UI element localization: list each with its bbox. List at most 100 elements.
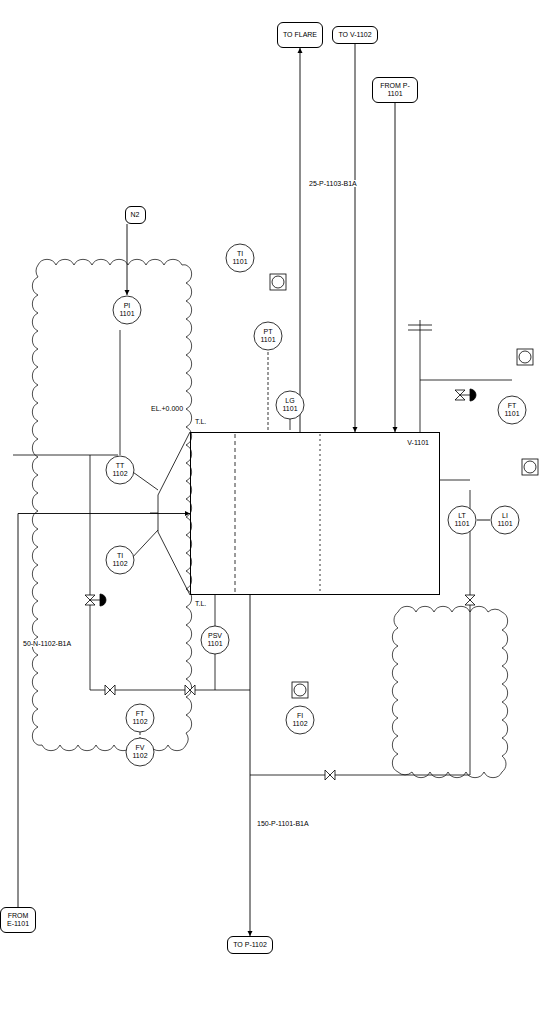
bubble-circle [491, 506, 519, 534]
node-text: 1101 [454, 520, 469, 528]
dcs-indicator [519, 351, 531, 363]
instrument-bubble: LI1101 [490, 505, 520, 535]
instrument-bubble: TI1101 [225, 243, 255, 273]
gate-valve [465, 595, 475, 605]
gate-valve [105, 685, 115, 695]
off-page-connector: N2 [125, 206, 146, 224]
bubble-circle [126, 704, 154, 732]
node-text: FROM P-1101 [376, 82, 414, 97]
instrument-bubble: TI1102 [105, 545, 135, 575]
node-text: 1101 [119, 310, 134, 318]
flange [408, 330, 432, 331]
instrument-bubble: PT1101 [253, 321, 283, 351]
instrument-connection [130, 530, 158, 560]
bubble-circle [201, 626, 229, 654]
node-text: LG [285, 397, 294, 405]
gate-valve [185, 685, 195, 695]
line-label: T.L. [194, 418, 207, 425]
node-text: PT [264, 328, 273, 336]
instrument-bubble: TT1102 [105, 455, 135, 485]
internal-baffle [235, 434, 236, 593]
revision-cloud [32, 259, 191, 750]
process-line [250, 595, 251, 936]
valve-stem [460, 395, 470, 396]
signal-line [268, 347, 269, 430]
instrument-bubble: PI1101 [112, 295, 142, 325]
pipe-line [420, 320, 421, 432]
revision-cloud [392, 606, 507, 777]
node-text: TO V-1102 [338, 31, 371, 39]
node-text: 1101 [282, 405, 297, 413]
bubble-circle [226, 244, 254, 272]
pipe-line [215, 595, 216, 628]
node-text: FT [136, 710, 145, 718]
bubble-circle [276, 391, 304, 419]
node-text: 1102 [112, 560, 127, 568]
bubble-circle [126, 738, 154, 766]
node-text: FV [136, 744, 145, 752]
node-text: 1101 [260, 336, 275, 344]
instrument-bubble: FT1101 [497, 395, 527, 425]
bubble-circle [113, 296, 141, 324]
dcs-indicator [294, 684, 306, 696]
pipe-line [470, 490, 471, 775]
dcs-indicator [270, 274, 286, 290]
instrument-connection [130, 470, 158, 490]
instrument-bubble: FI1102 [285, 705, 315, 735]
node-text: TT [116, 462, 125, 470]
bubble-circle [254, 322, 282, 350]
pipe-line [460, 380, 512, 381]
node-text: TO P-1102 [233, 941, 267, 949]
instrument-bubble: LT1101 [447, 505, 477, 535]
valve-actuator [100, 594, 106, 606]
node-text: PI [124, 302, 131, 310]
dcs-indicator [272, 276, 284, 288]
node-text: TI [117, 552, 123, 560]
flange [408, 325, 432, 326]
dcs-indicator [517, 349, 533, 365]
node-text: LT [458, 512, 466, 520]
vessel: V-1101 [190, 432, 440, 595]
bubble-circle [106, 546, 134, 574]
node-text: 1102 [112, 470, 127, 478]
dcs-indicator [522, 459, 538, 475]
bubble-circle [286, 706, 314, 734]
instrument-bubble: FV1102 [125, 737, 155, 767]
pipe-line [120, 330, 121, 455]
instrument-bubble: PSV1101 [200, 625, 230, 655]
bubble-circle [498, 396, 526, 424]
off-page-connector: TO FLARE [277, 22, 323, 48]
process-line [127, 224, 128, 295]
pipe-line [215, 652, 216, 690]
off-page-connector: FROM P-1101 [372, 77, 418, 103]
off-page-connector: FROM E-1101 [0, 907, 36, 933]
node-text: LI [502, 512, 508, 520]
node-text: TI [237, 250, 243, 258]
node-text: PSV [208, 632, 222, 640]
dcs-indicator [292, 682, 308, 698]
valve-actuator [470, 389, 476, 401]
node-text: N2 [131, 211, 140, 219]
node-text: 1102 [132, 718, 147, 726]
node-text: 1102 [292, 720, 307, 728]
node-text: FT [508, 402, 517, 410]
pipe-line [250, 775, 470, 776]
internal-line [320, 434, 321, 593]
pipe-line [90, 455, 91, 690]
line-label: EL.+0.000 [150, 405, 184, 412]
dcs-indicator [524, 461, 536, 473]
node-text: FI [297, 712, 303, 720]
node-text: V-1101 [407, 439, 429, 447]
node-text: 1101 [207, 640, 222, 648]
node-text: 1101 [504, 410, 519, 418]
instrument-bubble: LG1101 [275, 390, 305, 420]
off-page-connector: TO V-1102 [332, 26, 378, 44]
process-line [395, 103, 396, 432]
bubble-circle [448, 506, 476, 534]
node-text: 1102 [132, 752, 147, 760]
process-line [18, 514, 190, 908]
node-text: TO FLARE [283, 31, 317, 39]
node-text: 1101 [232, 258, 247, 266]
process-line [477, 520, 490, 521]
